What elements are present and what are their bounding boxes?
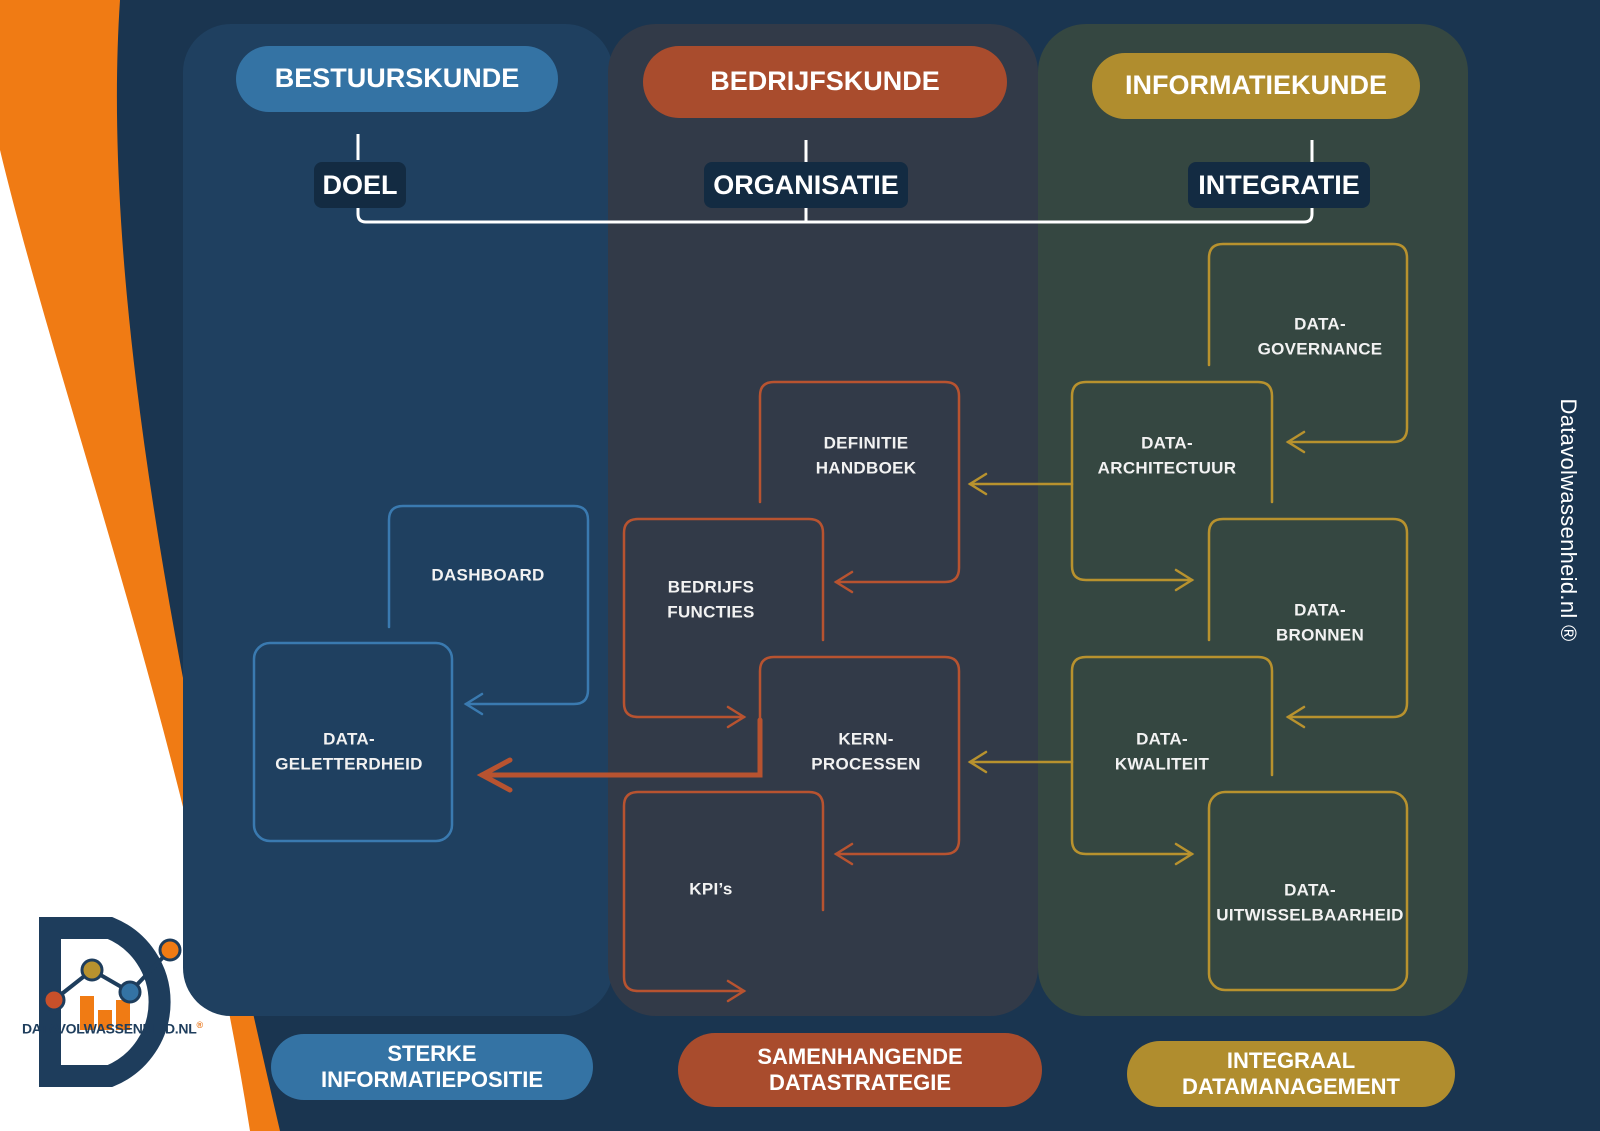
node-data-architectuur: DATA- ARCHITECTUUR bbox=[1097, 433, 1237, 477]
panel-bestuurskunde bbox=[183, 24, 613, 1016]
kpis-loop bbox=[622, 790, 825, 993]
node-kernprocessen: KERN- PROCESSEN bbox=[811, 729, 921, 773]
node-data-uitwisselbaarheid: DATA- UITWISSELBAARHEID bbox=[1216, 880, 1404, 924]
orange-flows bbox=[622, 380, 961, 1003]
uitwisselbaarheid-box bbox=[1207, 790, 1409, 992]
bracket-connector bbox=[356, 134, 1314, 224]
tag-integratie: INTEGRATIE bbox=[1188, 162, 1370, 208]
definitie-loop bbox=[758, 380, 961, 584]
brand-vertical-text: Datavolwassenheid.nl ® bbox=[1556, 398, 1581, 642]
dashboard-loop bbox=[387, 504, 590, 706]
datageletterdheid-box bbox=[252, 641, 454, 843]
logo-mark bbox=[39, 917, 182, 1087]
footer-bedrijfskunde: SAMENHANGENDE DATASTRATEGIE bbox=[678, 1033, 1042, 1107]
tag-organisatie: ORGANISATIE bbox=[704, 162, 908, 208]
blue-flows bbox=[252, 504, 590, 843]
dashboard-arrowhead bbox=[463, 692, 484, 716]
gold-flows bbox=[967, 242, 1409, 992]
kwaliteit-loop bbox=[1070, 655, 1274, 856]
header-bestuurskunde: BESTUURSKUNDE bbox=[236, 46, 558, 112]
node-definitie-handboek: DEFINITIE HANDBOEK bbox=[815, 433, 917, 477]
architectuur-loop bbox=[1070, 380, 1274, 582]
node-bedrijfsfuncties: BEDRIJFS FUNCTIES bbox=[667, 577, 755, 621]
footer-bestuurskunde: STERKE INFORMATIEPOSITIE bbox=[271, 1034, 593, 1100]
kernprocessen-loop bbox=[758, 655, 961, 856]
node-data-governance: DATA- GOVERNANCE bbox=[1257, 314, 1383, 358]
bronnen-loop bbox=[1207, 517, 1409, 719]
header-informatiekunde: INFORMATIEKUNDE bbox=[1092, 53, 1420, 119]
tag-doel: DOEL bbox=[314, 162, 406, 208]
node-kpis: KPI’s bbox=[689, 879, 733, 899]
logo-registered-mark: ® bbox=[196, 1020, 203, 1030]
footer-informatiekunde: INTEGRAAL DATAMANAGEMENT bbox=[1127, 1041, 1455, 1107]
logo-wordmark: DATAVOLWASSENHEID.NL bbox=[22, 1020, 197, 1037]
panel-bedrijfskunde bbox=[608, 24, 1038, 1016]
governance-loop bbox=[1207, 242, 1409, 444]
header-bedrijfskunde: BEDRIJFSKUNDE bbox=[643, 46, 1007, 118]
node-dashboard: DASHBOARD bbox=[431, 565, 545, 585]
node-data-bronnen: DATA- BRONNEN bbox=[1275, 600, 1365, 644]
logo-text: DATAVOLWASSENHEID.NL® bbox=[22, 1020, 203, 1037]
node-datageletterdheid: DATA- GELETTERDHEID bbox=[275, 729, 423, 773]
bedrijfsfuncties-loop bbox=[622, 517, 825, 719]
big-arrow bbox=[476, 717, 763, 793]
node-data-kwaliteit: DATA- KWALITEIT bbox=[1114, 729, 1210, 773]
